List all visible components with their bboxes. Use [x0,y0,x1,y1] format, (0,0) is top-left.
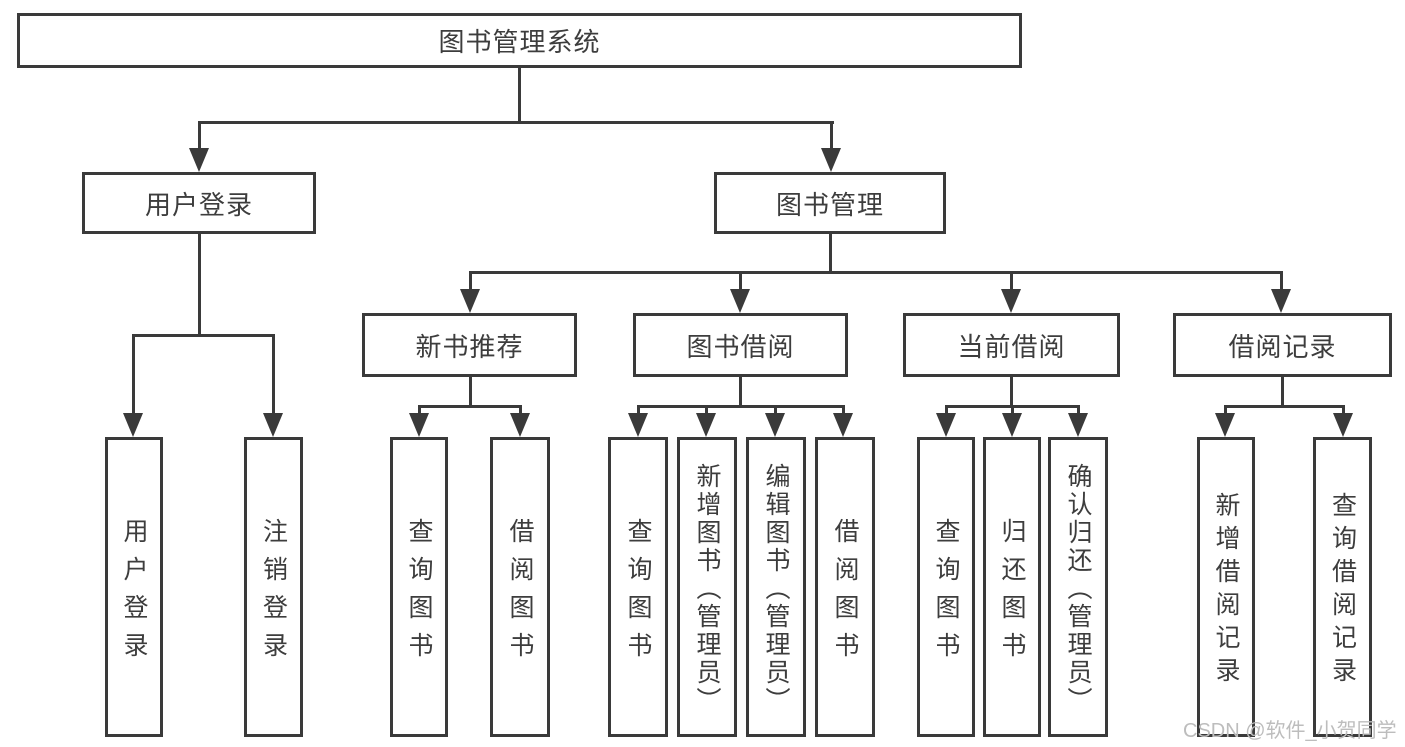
arrow-down [1001,289,1021,313]
arrow-down [1002,413,1022,437]
leaf-user-login: 用户登录 [105,437,163,737]
leaf-add-borrow-record: 新增借阅记录 [1197,437,1255,737]
connector-hline [132,334,275,337]
connector-vline [272,334,275,416]
connector-vline [830,121,833,151]
arrow-down [263,413,283,437]
connector-hline [637,405,845,408]
arrow-down [510,413,530,437]
connector-hline [198,121,834,124]
connector-vline [1010,271,1013,293]
leaf-add-books-admin: 新增图书（管理员） [677,437,737,737]
connector-vline [198,121,201,151]
leaf-borrow-books: 借阅图书 [815,437,875,737]
leaf-label: 查询图书 [932,517,960,670]
connector-vline [739,271,742,293]
leaf-label: 借阅图书 [506,517,534,670]
leaf-borrow-books-recommend: 借阅图书 [490,437,550,737]
connector-vline [637,405,640,417]
leaf-label: 确认归还（管理员） [1064,462,1092,715]
arrow-down [765,413,785,437]
connector-vline [469,271,472,293]
leaf-logout: 注销登录 [244,437,303,737]
connector-vline [198,234,201,337]
leaf-return-books: 归还图书 [983,437,1041,737]
connector-vline [469,377,472,408]
leaf-query-borrow-record: 查询借阅记录 [1313,437,1372,737]
leaf-confirm-return-admin: 确认归还（管理员） [1048,437,1108,737]
arrow-down [833,413,853,437]
connector-hline [469,271,1283,274]
node-current-borrowing: 当前借阅 [903,313,1120,377]
node-user-login-branch: 用户登录 [82,172,316,234]
leaf-query-books-borrowing: 查询图书 [608,437,668,737]
connector-vline [1281,377,1284,408]
connector-vline [1342,405,1345,417]
connector-vline [739,377,742,408]
leaf-query-books-recommend: 查询图书 [390,437,448,737]
arrow-down [1215,413,1235,437]
connector-vline [132,334,135,416]
connector-hline [418,405,522,408]
leaf-label: 查询借阅记录 [1328,492,1357,690]
connector-vline [705,405,708,417]
arrow-down [696,413,716,437]
arrow-down [189,148,209,172]
arrow-down [460,289,480,313]
connector-vline [519,405,522,417]
node-borrowing-records: 借阅记录 [1173,313,1392,377]
arrow-down [1271,289,1291,313]
connector-vline [1010,377,1013,408]
leaf-label: 新增图书（管理员） [693,462,721,715]
connector-vline [829,234,832,274]
leaf-edit-books-admin: 编辑图书（管理员） [746,437,806,737]
connector-vline [774,405,777,417]
leaf-query-books-current: 查询图书 [917,437,975,737]
connector-vline [1280,271,1283,293]
arrow-down [1333,413,1353,437]
arrow-down [730,289,750,313]
connector-vline [1011,405,1014,417]
connector-vline [1077,405,1080,417]
leaf-label: 新增借阅记录 [1212,492,1240,690]
leaf-label: 查询图书 [405,517,433,670]
arrow-down [123,413,143,437]
connector-vline [1224,405,1227,417]
leaf-label: 注销登录 [259,517,288,670]
node-book-management-branch: 图书管理 [714,172,946,234]
leaf-label: 借阅图书 [831,517,859,670]
node-root-library-system: 图书管理系统 [17,13,1022,68]
arrow-down [628,413,648,437]
connector-hline [1224,405,1345,408]
leaf-label: 归还图书 [998,517,1026,670]
connector-vline [945,405,948,417]
arrow-down [936,413,956,437]
arrow-down [409,413,429,437]
leaf-label: 编辑图书（管理员） [762,462,790,715]
leaf-label: 查询图书 [624,517,652,670]
node-new-book-recommend: 新书推荐 [362,313,577,377]
connector-vline [518,68,521,124]
arrow-down [1068,413,1088,437]
csdn-watermark: CSDN @软件_小贺同学 [1183,720,1397,742]
leaf-label: 用户登录 [120,517,148,670]
connector-vline [842,405,845,417]
node-book-borrowing: 图书借阅 [633,313,848,377]
connector-vline [418,405,421,417]
arrow-down [821,148,841,172]
